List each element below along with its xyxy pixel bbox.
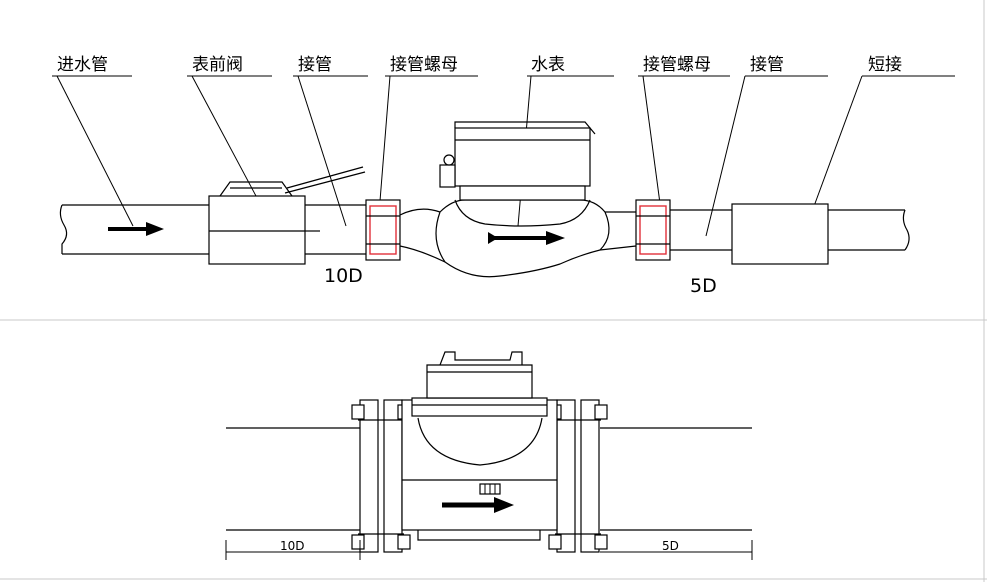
connector-pipe-right (670, 209, 732, 251)
dim-upstream-bottom: 10D (280, 539, 305, 553)
label-connector-nut-left: 接管螺母 (390, 55, 458, 75)
flow-arrow-bottom (442, 497, 514, 513)
label-front-valve: 表前阀 (192, 55, 243, 75)
label-connector-pipe-left: 接管 (298, 55, 332, 75)
label-connector-pipe-right: 接管 (750, 55, 784, 75)
connector-pipe-left (305, 204, 370, 255)
connector-nut-left (365, 199, 401, 261)
outlet-pipe (828, 209, 910, 251)
connector-nut-right (635, 199, 671, 261)
bottom-meter-body (401, 351, 558, 541)
flange-right (548, 399, 608, 553)
flange-left (351, 399, 411, 553)
bottom-diagram: 10D 5D (225, 351, 753, 560)
water-meter-body (399, 121, 637, 278)
label-connector-nut-right: 接管螺母 (643, 55, 711, 75)
flow-arrow-left (108, 222, 164, 236)
label-water-meter: 水表 (531, 55, 565, 75)
dim-downstream-bottom: 5D (662, 539, 679, 553)
top-diagram: 进水管 表前阀 接管 接管螺母 水表 接管螺母 接管 短接 (52, 55, 955, 297)
flow-arrow-meter (488, 231, 565, 245)
bottom-pipes (226, 427, 752, 531)
dim-upstream-top: 10D (324, 265, 363, 287)
inlet-pipe (59, 204, 209, 255)
short-joint (731, 203, 829, 265)
label-inlet-pipe: 进水管 (57, 55, 108, 75)
dim-downstream-top: 5D (690, 275, 717, 297)
label-short-joint: 短接 (868, 55, 902, 75)
front-valve (208, 166, 366, 265)
dimension-lines (225, 540, 753, 560)
